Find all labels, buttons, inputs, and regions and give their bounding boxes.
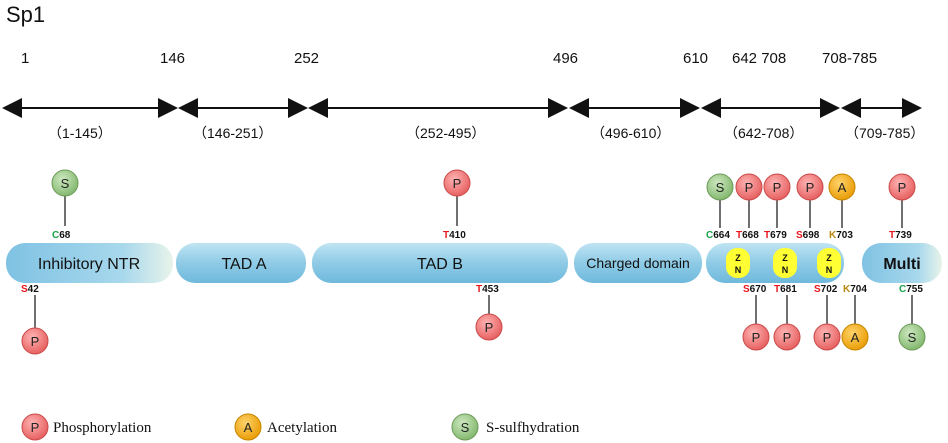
domain-label: Multi xyxy=(883,256,920,273)
position-label: 708-785 xyxy=(822,50,877,67)
svg-text:Acetylation: Acetylation xyxy=(267,420,337,436)
zinc-finger-1: Z N xyxy=(726,248,750,278)
svg-text:S: S xyxy=(61,176,70,191)
svg-text:Z: Z xyxy=(826,253,832,263)
zinc-finger-3: Z N xyxy=(817,248,841,278)
svg-text:P: P xyxy=(453,176,462,191)
site-label-t681: T681 xyxy=(774,284,797,295)
domain-label: Inhibitory NTR xyxy=(38,256,140,273)
position-label: 1 xyxy=(21,50,29,67)
domain-label: Charged domain xyxy=(586,255,690,271)
site-label-t453: T453 xyxy=(476,284,499,295)
s-sulfhydration-badge: S xyxy=(898,323,926,351)
svg-text:P: P xyxy=(898,180,907,195)
svg-text:Z: Z xyxy=(735,253,741,263)
zinc-finger-2: Z N xyxy=(773,248,797,278)
site-label-s702: S702 xyxy=(814,284,838,295)
svg-text:S: S xyxy=(908,330,917,345)
svg-text:P: P xyxy=(485,320,494,335)
domain-label: TAD A xyxy=(221,256,266,273)
range-label: （709-785） xyxy=(845,125,924,141)
s-sulfhydration-badge: S xyxy=(51,169,79,197)
svg-text:P: P xyxy=(806,180,815,195)
phosphorylation-badge: P xyxy=(813,323,841,351)
range-label: （252-495） xyxy=(406,125,485,141)
phosphorylation-badge: P xyxy=(443,169,471,197)
legend-s-sulfhydration: S S-sulfhydration xyxy=(451,413,580,441)
site-label-t739: T739 xyxy=(889,230,912,241)
svg-text:A: A xyxy=(244,420,253,435)
phosphorylation-badge: P xyxy=(21,327,49,355)
site-label-c68: C68 xyxy=(52,230,71,241)
domain-tad-a xyxy=(176,243,306,283)
site-label-s670: S670 xyxy=(743,284,767,295)
site-label-c755: C755 xyxy=(899,284,923,295)
svg-text:P: P xyxy=(752,330,761,345)
phosphorylation-badge: P xyxy=(773,323,801,351)
svg-text:N: N xyxy=(735,265,742,275)
svg-text:N: N xyxy=(782,265,789,275)
phosphorylation-badge: P xyxy=(742,323,770,351)
phosphorylation-badge: P xyxy=(475,313,503,341)
s-sulfhydration-badge: S xyxy=(706,173,734,201)
svg-text:P: P xyxy=(745,180,754,195)
phosphorylation-badge: P xyxy=(796,173,824,201)
acetylation-badge: A xyxy=(828,173,856,201)
position-label: 146 xyxy=(160,50,185,67)
domain-label: TAD B xyxy=(417,256,463,273)
diagram-title: Sp1 xyxy=(6,2,46,27)
site-label-c664: C664 xyxy=(706,230,730,241)
svg-text:S-sulfhydration: S-sulfhydration xyxy=(486,420,580,436)
svg-text:S: S xyxy=(461,420,470,435)
domain-inhibitory-ntr xyxy=(6,243,173,283)
range-label: （146-251） xyxy=(193,125,272,141)
svg-text:A: A xyxy=(838,180,847,195)
site-label-t410: T410 xyxy=(443,230,466,241)
position-label: 252 xyxy=(294,50,319,67)
site-label-t668: T668 xyxy=(736,230,759,241)
range-label: （496-610） xyxy=(591,125,670,141)
phosphorylation-badge: P xyxy=(735,173,763,201)
site-label-t679: T679 xyxy=(764,230,787,241)
svg-text:A: A xyxy=(851,330,860,345)
legend-acetylation: A Acetylation xyxy=(234,413,337,441)
phosphorylation-badge: P xyxy=(888,173,916,201)
svg-text:Z: Z xyxy=(782,253,788,263)
site-label-k703: K703 xyxy=(829,230,853,241)
svg-text:P: P xyxy=(31,420,40,435)
position-label: 642 708 xyxy=(732,50,786,67)
svg-text:S: S xyxy=(716,180,725,195)
range-label: （1-145） xyxy=(48,125,112,141)
svg-text:N: N xyxy=(826,265,833,275)
svg-text:P: P xyxy=(31,334,40,349)
acetylation-badge: A xyxy=(841,323,869,351)
svg-text:P: P xyxy=(773,180,782,195)
domain-charged xyxy=(574,243,702,283)
site-label-s698: S698 xyxy=(796,230,820,241)
position-label: 610 xyxy=(683,50,708,67)
site-label-s42: S42 xyxy=(21,284,39,295)
legend-phosphorylation: P Phosphorylation xyxy=(21,413,152,441)
svg-text:P: P xyxy=(783,330,792,345)
range-label: （642-708） xyxy=(724,125,803,141)
phosphorylation-badge: P xyxy=(763,173,791,201)
domain-multi xyxy=(862,243,942,283)
domain-tad-b xyxy=(312,243,568,283)
position-label: 496 xyxy=(553,50,578,67)
site-label-k704: K704 xyxy=(843,284,867,295)
svg-text:P: P xyxy=(823,330,832,345)
svg-text:Phosphorylation: Phosphorylation xyxy=(53,420,152,436)
